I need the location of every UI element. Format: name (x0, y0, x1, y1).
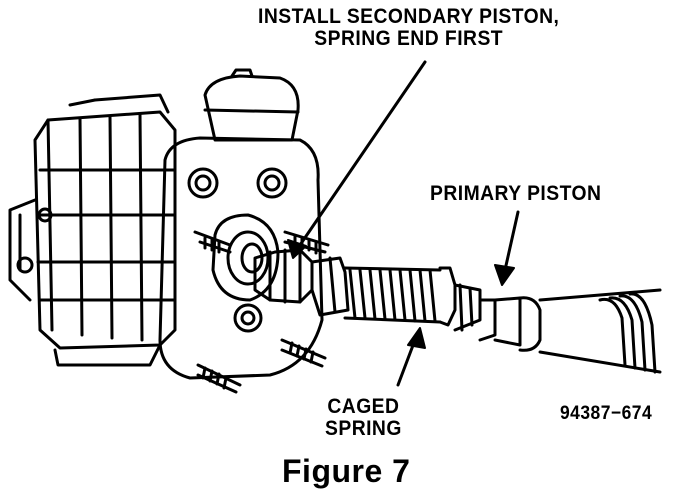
callout-caged-spring: CAGED SPRING (325, 395, 402, 441)
secondary-arrowhead (287, 239, 307, 259)
mounting-studs (193, 230, 330, 394)
mounting-flange (158, 136, 324, 380)
callout-secondary-line2: SPRING END FIRST (314, 27, 504, 51)
part-number: 94387−674 (560, 403, 653, 424)
callout-install-secondary-piston: INSTALL SECONDARY PISTON, SPRING END FIR… (258, 5, 560, 51)
callout-primary-piston: PRIMARY PISTON (430, 182, 602, 205)
push-rod (538, 288, 662, 374)
caged-arrowhead (407, 327, 426, 349)
callout-secondary-line1: INSTALL SECONDARY PISTON, (258, 5, 560, 28)
primary-piston (453, 283, 542, 352)
cylinder-bore (211, 213, 280, 302)
leader-arrows (298, 60, 520, 387)
callout-caged-line2: SPRING (325, 417, 402, 441)
booster-housing (8, 93, 177, 367)
primary-arrowhead (494, 264, 515, 286)
figure-caption: Figure 7 (282, 453, 411, 489)
caged-spring (343, 266, 457, 327)
callout-caged-line1: CAGED (327, 395, 400, 418)
reservoir-cap (203, 68, 300, 142)
secondary-piston (253, 248, 350, 317)
